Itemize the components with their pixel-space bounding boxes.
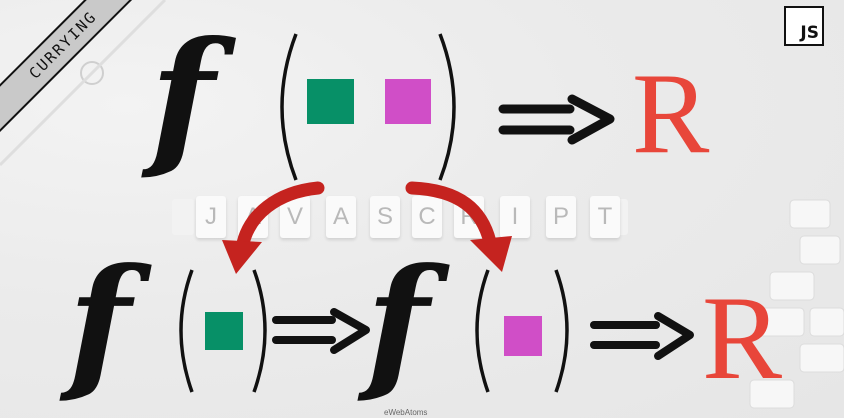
bottom-first-open-paren <box>179 269 194 393</box>
right-curved-arrow <box>405 181 497 249</box>
right-arrow-head <box>470 236 512 272</box>
tablet-edge <box>0 0 167 167</box>
top-result: R <box>632 50 710 178</box>
top-close-paren <box>438 33 456 181</box>
tile-letter: C <box>412 196 442 238</box>
credit-text: eWebAtoms <box>384 408 428 417</box>
bottom-first-function-symbol: f <box>68 237 131 408</box>
top-function-symbol: f <box>150 9 215 185</box>
bottom-green-square <box>205 312 243 350</box>
bottom-second-function-symbol: f <box>366 237 429 408</box>
left-curved-arrow <box>235 181 325 255</box>
top-open-paren <box>280 33 298 181</box>
bottom-first-implies-arrow <box>272 308 370 354</box>
bottom-first-close-paren <box>252 269 267 393</box>
left-arrow-head <box>222 240 262 274</box>
tile-letter: J <box>196 196 226 238</box>
js-badge: JS <box>784 6 824 46</box>
tile-letter: I <box>500 196 530 238</box>
bottom-magenta-square <box>504 316 542 356</box>
bottom-second-open-paren <box>475 269 490 393</box>
keyboard-keys <box>749 199 844 409</box>
top-green-square <box>307 79 354 124</box>
tile-blank-left <box>172 199 194 235</box>
tile-letter: T <box>590 196 620 238</box>
tile-letter: V <box>280 196 310 238</box>
top-implies-arrow <box>498 94 615 145</box>
tile-letter: P <box>546 196 576 238</box>
camera-circle <box>80 61 104 85</box>
bottom-result: R <box>702 271 783 404</box>
top-magenta-square <box>385 79 431 124</box>
js-badge-label: JS <box>800 23 819 43</box>
tile-letter: A <box>326 196 356 238</box>
bottom-second-close-paren <box>554 269 569 393</box>
tile-letter: S <box>370 196 400 238</box>
bottom-second-implies-arrow <box>590 312 694 360</box>
